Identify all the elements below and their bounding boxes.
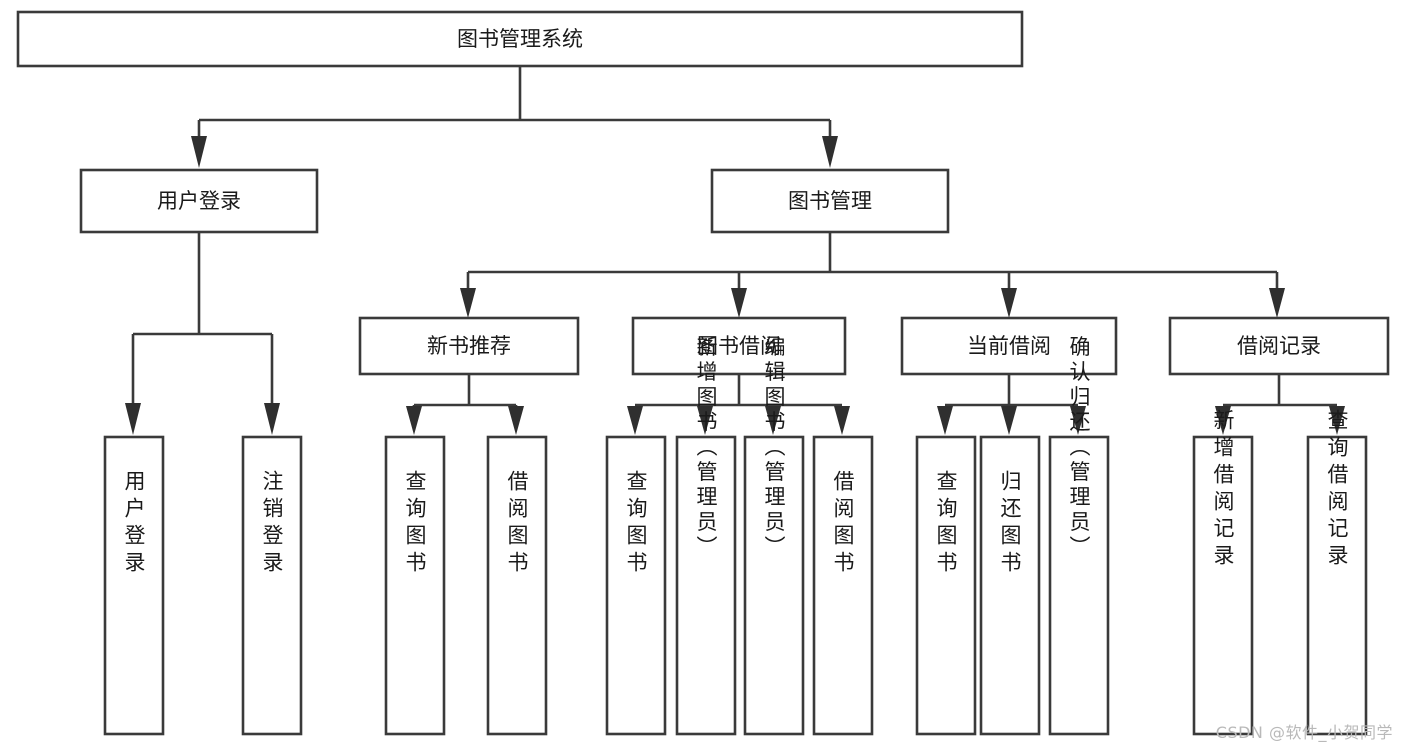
node-borrow-record[interactable]: 借阅记录 (1168, 316, 1390, 376)
leaf-add-record-label: 新增借阅记录 (1211, 409, 1235, 571)
connector-borrow-record-to-leaves (1215, 374, 1345, 435)
leaf-add-book-box[interactable] (675, 435, 737, 736)
leaf-query-record-label: 查询借阅记录 (1325, 409, 1349, 571)
node-root-box[interactable] (16, 10, 1024, 68)
arrow-icon-leaf-add-book (697, 406, 713, 435)
node-book-borrow-box[interactable] (631, 316, 847, 376)
leaf-borrow-book-2-label: 借阅图书 (831, 470, 855, 578)
leaf-add-book-label: 新增图书（管理员） (694, 336, 718, 561)
leaf-borrow-book-1[interactable]: 借阅图书 (486, 435, 548, 736)
leaf-query-book-1-box[interactable] (384, 435, 446, 736)
leaf-borrow-book-1-label: 借阅图书 (505, 470, 529, 578)
leaf-logout-login[interactable]: 注销登录 (241, 435, 303, 736)
node-book-borrow-label: 图书借阅 (697, 334, 781, 358)
arrow-icon-leaf-query-book-3 (937, 406, 953, 435)
leaf-confirm-return[interactable]: 确认归还（管理员） (1048, 336, 1110, 736)
arrow-icon-leaf-borrow-book-1 (508, 406, 524, 435)
arrow-icon-leaf-return-book (1001, 406, 1017, 435)
leaf-query-book-3[interactable]: 查询图书 (915, 435, 977, 736)
arrow-icon-leaf-borrow-book-2 (834, 406, 850, 435)
node-root-label: 图书管理系统 (457, 27, 583, 51)
arrow-icon-leaf-add-record (1215, 406, 1231, 435)
leaf-add-book[interactable]: 新增图书（管理员） (675, 336, 737, 736)
leaf-query-record-box[interactable] (1306, 435, 1368, 736)
leaf-query-book-2-label: 查询图书 (624, 470, 648, 578)
watermark-text: CSDN @软件_小贺同学 (1215, 723, 1393, 742)
leaf-query-book-1-label: 查询图书 (403, 470, 427, 578)
node-current-borrow-label: 当前借阅 (967, 334, 1051, 358)
arrow-icon-leaf-edit-book (765, 406, 781, 435)
arrow-icon-to-new-book-recommend (460, 288, 476, 318)
connector-book-manage-to-level3 (460, 232, 1285, 318)
node-current-borrow-box[interactable] (900, 316, 1118, 376)
arrow-icon-to-book-borrow (731, 288, 747, 318)
leaf-return-book-label: 归还图书 (998, 470, 1022, 578)
leaf-confirm-return-label: 确认归还（管理员） (1067, 336, 1091, 561)
arrow-icon-to-book-manage (822, 136, 838, 168)
leaf-user-login-box[interactable] (103, 435, 165, 736)
arrow-icon-leaf-query-record (1329, 406, 1345, 435)
leaf-edit-book[interactable]: 编辑图书（管理员） (743, 336, 805, 736)
arrow-icon-to-borrow-record (1269, 288, 1285, 318)
leaf-borrow-book-2-box[interactable] (812, 435, 874, 736)
leaf-query-record[interactable]: 查询借阅记录 (1306, 409, 1368, 736)
node-user-login-label: 用户登录 (157, 189, 241, 213)
leaf-user-login-label: 用户登录 (122, 470, 146, 578)
leaf-confirm-return-box[interactable] (1048, 435, 1110, 736)
arrow-icon-to-current-borrow (1001, 288, 1017, 318)
arrow-icon-leaf-query-book-1 (406, 406, 422, 435)
leaf-add-record-box[interactable] (1192, 435, 1254, 736)
arrow-icon-leaf-confirm-return (1070, 406, 1086, 435)
leaf-borrow-book-1-box[interactable] (486, 435, 548, 736)
node-user-login[interactable]: 用户登录 (79, 168, 319, 234)
node-book-manage[interactable]: 图书管理 (710, 168, 950, 234)
leaf-logout-login-label: 注销登录 (260, 470, 284, 578)
arrow-icon-leaf-logout-login (264, 403, 280, 435)
node-book-manage-label: 图书管理 (788, 189, 872, 213)
connector-current-borrow-to-leaves (937, 374, 1086, 435)
node-book-manage-box[interactable] (710, 168, 950, 234)
node-new-book-recommend-box[interactable] (358, 316, 580, 376)
connector-user-login-to-leaves (125, 232, 280, 435)
leaf-query-book-3-label: 查询图书 (934, 470, 958, 578)
leaf-return-book-box[interactable] (979, 435, 1041, 736)
leaf-borrow-book-2[interactable]: 借阅图书 (812, 435, 874, 736)
node-current-borrow[interactable]: 当前借阅 (900, 316, 1118, 376)
leaf-query-book-2[interactable]: 查询图书 (605, 435, 667, 736)
node-borrow-record-label: 借阅记录 (1237, 334, 1321, 358)
leaf-query-book-2-box[interactable] (605, 435, 667, 736)
leaf-query-book-1[interactable]: 查询图书 (384, 435, 446, 736)
leaf-logout-login-box[interactable] (241, 435, 303, 736)
connector-root-to-level2 (191, 66, 838, 168)
connector-new-book-recommend-to-leaves (406, 374, 524, 435)
leaf-edit-book-box[interactable] (743, 435, 805, 736)
node-borrow-record-box[interactable] (1168, 316, 1390, 376)
node-root[interactable]: 图书管理系统 (16, 10, 1024, 68)
node-new-book-recommend-label: 新书推荐 (427, 334, 511, 358)
leaf-user-login[interactable]: 用户登录 (103, 435, 165, 736)
arrow-icon-leaf-query-book-2 (627, 406, 643, 435)
leaf-edit-book-label: 编辑图书（管理员） (762, 336, 786, 561)
arrow-icon-to-user-login (191, 136, 207, 168)
node-new-book-recommend[interactable]: 新书推荐 (358, 316, 580, 376)
leaf-query-book-3-box[interactable] (915, 435, 977, 736)
leaf-return-book[interactable]: 归还图书 (979, 435, 1041, 736)
connector-book-borrow-to-leaves (627, 374, 850, 435)
node-book-borrow[interactable]: 图书借阅 (631, 316, 847, 376)
leaf-add-record[interactable]: 新增借阅记录 (1192, 409, 1254, 736)
arrow-icon-leaf-user-login (125, 403, 141, 435)
